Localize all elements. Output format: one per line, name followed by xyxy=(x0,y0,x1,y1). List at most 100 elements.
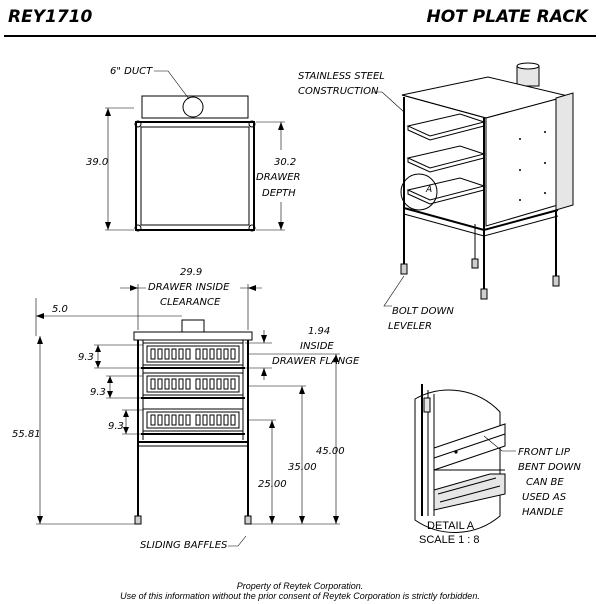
rivet xyxy=(454,450,458,454)
detail-callout: CAN BE xyxy=(526,477,564,488)
top-drawer-height: 45.00 xyxy=(316,446,345,457)
flange-dimension: 1.94 xyxy=(308,326,330,337)
arrowhead xyxy=(130,285,138,291)
leveler-foot xyxy=(480,288,488,300)
detail-callout: BENT DOWN xyxy=(518,462,581,473)
leveler-leader xyxy=(383,275,405,307)
drawer-3 xyxy=(141,408,245,435)
detail-callout-circle xyxy=(400,173,438,211)
arrowhead xyxy=(333,354,339,362)
front-lip xyxy=(433,423,506,471)
bottom-frame xyxy=(403,213,559,237)
inside-clearance-dimension: 29.9 xyxy=(180,267,202,278)
shelf-edge xyxy=(437,477,497,495)
leveler-label: LEVELER xyxy=(388,321,432,332)
material-label: STAINLESS STEEL xyxy=(298,71,385,82)
arrowhead xyxy=(278,222,284,230)
detail-bracket xyxy=(423,397,431,413)
rack-back-panel xyxy=(555,92,574,211)
drawer-spacing: 9.3 xyxy=(90,387,106,398)
arrowhead xyxy=(105,108,111,116)
detail-callout: HANDLE xyxy=(522,507,564,518)
material-leader xyxy=(372,91,405,113)
side-rivets xyxy=(519,131,546,201)
duct-plate xyxy=(141,95,249,119)
arrowhead xyxy=(105,222,111,230)
arrowhead xyxy=(107,391,113,398)
shelf-lip xyxy=(407,157,485,173)
detail-a: FRONT LIP BENT DOWN CAN BE USED AS HANDL… xyxy=(414,384,581,546)
arrowhead xyxy=(36,313,44,319)
arrowhead xyxy=(299,516,305,524)
top-front-edge xyxy=(401,94,487,119)
depth-label: DRAWER xyxy=(256,172,300,183)
model-number: REY1710 xyxy=(8,7,92,27)
drawer-spacing: 9.3 xyxy=(78,352,94,363)
depth-dimension: 30.2 xyxy=(274,157,296,168)
flange-label: DRAWER FLANGE xyxy=(272,356,360,367)
duct-label: 6" DUCT xyxy=(110,66,153,77)
leveler-foot xyxy=(244,515,252,525)
stack-top xyxy=(516,62,540,70)
arrowhead xyxy=(248,285,256,291)
arrowhead xyxy=(269,516,275,524)
detail-title: DETAIL A xyxy=(427,520,475,532)
drawer-2 xyxy=(141,372,245,399)
offset-dimension: 5.0 xyxy=(52,304,68,315)
leveler-foot xyxy=(400,263,408,275)
drawer-spacing: 9.3 xyxy=(108,421,124,432)
shelf xyxy=(406,145,486,169)
property-notice: Property of Reytek Corporation. xyxy=(237,581,364,591)
detail-boundary xyxy=(414,389,501,533)
inside-clearance-label: DRAWER INSIDE xyxy=(148,282,230,293)
shelf-lip xyxy=(407,125,485,141)
overall-height-dimension: 55.81 xyxy=(12,429,41,440)
arrowhead xyxy=(95,345,101,352)
leveler-foot xyxy=(134,515,142,525)
arrowhead xyxy=(261,368,267,376)
arrowhead xyxy=(269,420,275,428)
shelf xyxy=(406,177,486,201)
duct-stub xyxy=(181,319,205,333)
mid-drawer-height: 35.00 xyxy=(288,462,317,473)
baffles-leader xyxy=(228,535,247,547)
corner-post xyxy=(248,120,256,128)
corner-post xyxy=(134,120,142,128)
depth-label: DEPTH xyxy=(262,188,296,199)
leveler-foot xyxy=(471,258,479,269)
duct-outline xyxy=(182,96,204,118)
top-plate xyxy=(133,331,253,341)
detail-callout: USED AS xyxy=(522,492,567,503)
material-label: CONSTRUCTION xyxy=(298,86,379,97)
title-block: REY1710 HOT PLATE RACK xyxy=(4,7,596,37)
top-frame-outer xyxy=(135,121,255,231)
baffles-label: SLIDING BAFFLES xyxy=(140,540,228,551)
arrowhead xyxy=(123,410,129,417)
corner-post xyxy=(248,224,256,232)
lower-shelf xyxy=(433,473,506,511)
isometric-view: A STAINLESS STEEL CONSTRUCTION BOLT DOWN… xyxy=(298,62,574,332)
arrowhead xyxy=(299,386,305,394)
arrowhead xyxy=(37,516,43,524)
detail-callout: FRONT LIP xyxy=(518,447,571,458)
shelf-edge xyxy=(439,485,501,503)
front-view: 29.9 DRAWER INSIDE CLEARANCE 5.0 1.94 IN… xyxy=(12,267,360,551)
arrowhead xyxy=(333,516,339,524)
footer: Property of Reytek Corporation. Use of t… xyxy=(120,581,480,601)
arrowhead xyxy=(107,376,113,383)
width-dimension: 39.0 xyxy=(86,157,108,168)
top-frame-inner xyxy=(140,126,250,226)
bottom-frame xyxy=(403,207,559,232)
product-title: HOT PLATE RACK xyxy=(426,7,589,27)
arrowhead xyxy=(37,336,43,344)
arrowhead xyxy=(95,361,101,368)
arrowhead xyxy=(278,122,284,130)
leveler-label: BOLT DOWN xyxy=(392,306,454,317)
corner-post xyxy=(134,224,142,232)
shelf-lip xyxy=(407,189,485,205)
detail-callout-letter: A xyxy=(425,185,432,195)
lip-leader xyxy=(483,435,516,452)
flange-label: INSIDE xyxy=(300,341,334,352)
duct-leader xyxy=(154,70,190,100)
